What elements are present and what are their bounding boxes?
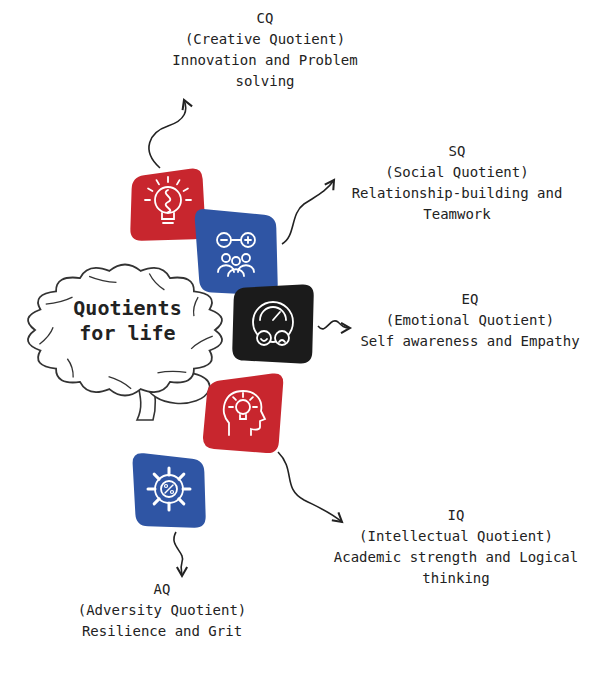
people-icon	[217, 233, 255, 276]
brain-outline	[28, 264, 222, 395]
quotient-label: EQ(Emotional Quotient)Self awareness and…	[354, 289, 586, 352]
tile-fill	[203, 373, 283, 453]
gear-icon	[148, 468, 190, 510]
leader-arrow	[318, 321, 350, 329]
tile-fill	[195, 209, 278, 295]
tile-fill	[133, 453, 206, 527]
quotient-desc: Academic strength and Logical thinking	[330, 547, 582, 589]
quotient-abbr: CQ	[165, 8, 365, 29]
quotient-name: (Social Quotient)	[332, 162, 582, 183]
tile-shape	[128, 446, 210, 532]
quotient-desc: Resilience and Grit	[52, 621, 272, 642]
quotient-tile: IQ(Intellectual Quotient)Academic streng…	[198, 368, 288, 458]
quotient-desc: Relationship-building and Teamwork	[332, 183, 582, 225]
brain-folds	[39, 273, 212, 388]
quotient-desc: Innovation and Problem solving	[165, 50, 365, 92]
tile-shape	[190, 204, 282, 300]
quotient-label: IQ(Intellectual Quotient)Academic streng…	[330, 505, 582, 589]
tile-fill	[130, 168, 205, 240]
tile-fill	[232, 285, 313, 364]
leader-arrow	[278, 452, 342, 522]
tile-shape	[228, 280, 318, 368]
quotient-abbr: AQ	[52, 579, 272, 600]
quotient-label: CQ(Creative Quotient)Innovation and Prob…	[165, 8, 365, 92]
quotient-abbr: IQ	[330, 505, 582, 526]
leader-arrow	[174, 532, 183, 576]
title-text: Quotients for life	[68, 296, 188, 346]
brain-label: Quotients for life	[25, 258, 230, 383]
quotient-name: (Emotional Quotient)	[354, 310, 586, 331]
leader-arrow	[282, 180, 334, 244]
quotient-name: (Intellectual Quotient)	[330, 526, 582, 547]
head-icon	[224, 391, 265, 435]
quotient-name: (Creative Quotient)	[165, 29, 365, 50]
quotient-abbr: SQ	[332, 141, 582, 162]
quotient-tile: EQ(Emotional Quotient)Self awareness and…	[228, 280, 318, 368]
quotient-label: AQ(Adversity Quotient)Resilience and Gri…	[52, 579, 272, 642]
leader-arrow	[149, 100, 186, 168]
gauge-icon	[253, 302, 293, 345]
brain-node: Quotients for life	[25, 258, 230, 423]
tile-shape	[198, 368, 288, 458]
quotient-name: (Adversity Quotient)	[52, 600, 272, 621]
quotient-label: SQ(Social Quotient)Relationship-building…	[332, 141, 582, 225]
quotient-tile: AQ(Adversity Quotient)Resilience and Gri…	[128, 446, 210, 532]
quotient-desc: Self awareness and Empathy	[354, 331, 586, 352]
bulb-icon	[145, 177, 191, 223]
quotient-tile: SQ(Social Quotient)Relationship-building…	[190, 204, 282, 300]
quotient-abbr: EQ	[354, 289, 586, 310]
